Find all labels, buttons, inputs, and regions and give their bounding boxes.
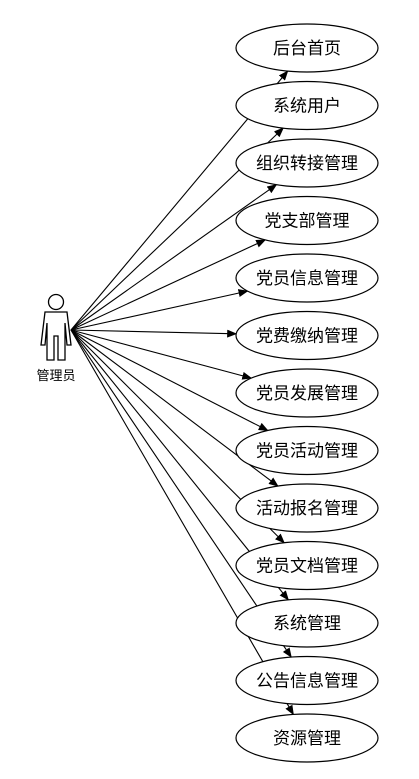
use-case: 党员信息管理 xyxy=(235,253,379,303)
use-case: 系统管理 xyxy=(235,598,379,648)
association-arrow xyxy=(70,289,249,331)
use-case-list: 后台首页系统用户组织转接管理党支部管理党员信息管理党费缴纳管理党员发展管理党员活… xyxy=(235,23,379,763)
association-arrow xyxy=(70,329,294,716)
use-case-label: 党员信息管理 xyxy=(256,269,358,288)
association-arrow xyxy=(70,329,292,658)
association-arrow xyxy=(70,184,278,331)
use-case-ellipse xyxy=(235,713,379,763)
use-case-ellipse xyxy=(235,253,379,303)
use-case: 组织转接管理 xyxy=(235,138,379,188)
use-case-label: 资源管理 xyxy=(273,729,341,748)
use-case-ellipse xyxy=(235,138,379,188)
use-case: 党员活动管理 xyxy=(235,425,379,476)
use-case: 党费缴纳管理 xyxy=(235,310,379,361)
use-case: 党员文档管理 xyxy=(235,540,379,591)
use-case-label: 党员文档管理 xyxy=(256,557,358,576)
association-arrow xyxy=(70,329,238,338)
use-case: 资源管理 xyxy=(235,713,379,763)
association-arrow xyxy=(70,239,267,331)
actor-admin: 管理员 xyxy=(36,293,76,383)
use-case-label: 活动报名管理 xyxy=(256,499,358,518)
use-case-label: 组织转接管理 xyxy=(256,154,358,173)
association-arrow xyxy=(70,329,269,431)
use-case-label: 党费缴纳管理 xyxy=(256,327,358,346)
use-case: 党支部管理 xyxy=(235,195,379,246)
use-case-ellipse xyxy=(235,23,379,73)
use-case-ellipse xyxy=(235,540,379,591)
use-case-ellipse xyxy=(235,598,379,648)
use-case: 系统用户 xyxy=(235,80,379,131)
use-case-ellipse xyxy=(235,310,379,361)
use-case-label: 系统用户 xyxy=(273,97,341,116)
use-case-ellipse xyxy=(235,425,379,476)
use-case-label: 党员活动管理 xyxy=(256,442,358,461)
use-case: 公告信息管理 xyxy=(235,655,379,706)
use-case-ellipse xyxy=(235,195,379,246)
use-case: 后台首页 xyxy=(235,23,379,73)
use-case-ellipse xyxy=(235,80,379,131)
association-arrow xyxy=(70,329,253,380)
use-case-label: 党支部管理 xyxy=(265,212,350,231)
use-case-label: 公告信息管理 xyxy=(256,672,358,691)
use-case-ellipse xyxy=(235,368,379,418)
actor-label: 管理员 xyxy=(36,368,75,383)
use-case: 活动报名管理 xyxy=(235,483,379,533)
use-case-ellipse xyxy=(235,483,379,533)
use-case-label: 系统管理 xyxy=(273,614,341,633)
person-icon xyxy=(40,293,72,361)
use-case-ellipse xyxy=(235,655,379,706)
use-case-label: 后台首页 xyxy=(273,39,341,58)
use-case: 党员发展管理 xyxy=(235,368,379,418)
use-case-label: 党员发展管理 xyxy=(256,384,358,403)
